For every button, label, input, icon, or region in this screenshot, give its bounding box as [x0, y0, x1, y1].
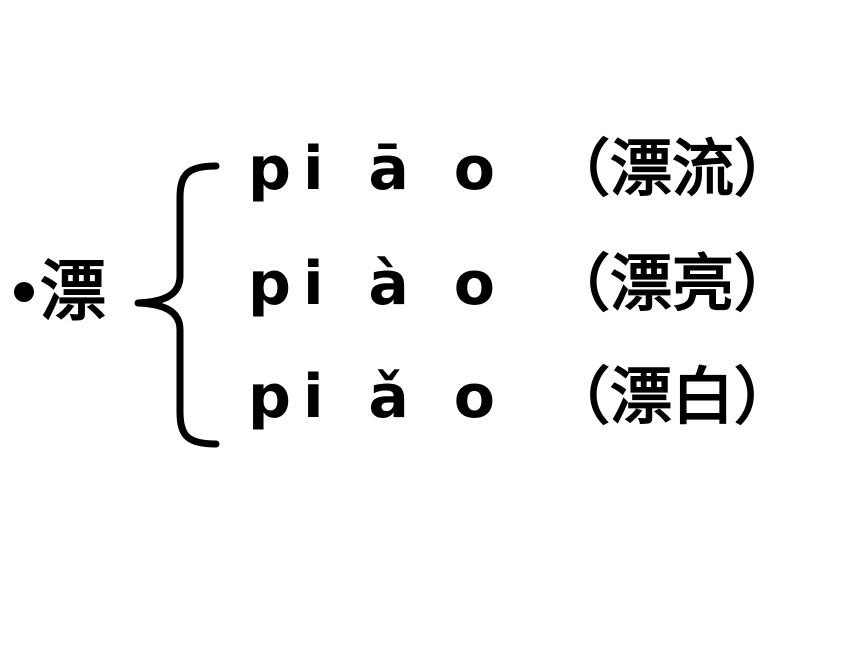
reading-row-piao1: pi ā o （漂流）: [248, 134, 828, 204]
reading-pinyin: pi ā o: [248, 134, 508, 204]
reading-example-word: （漂流）: [548, 132, 797, 205]
reading-example-word: （漂亮）: [548, 247, 797, 320]
reading-example-word: （漂白）: [548, 360, 797, 433]
headword: 漂: [14, 252, 106, 332]
reading-row-piao3: pi ǎ o （漂白）: [248, 362, 828, 432]
reading-pinyin: pi à o: [248, 249, 508, 319]
headword-character: 漂: [40, 253, 106, 330]
bullet-dot-icon: [14, 282, 34, 302]
curly-brace-icon: [134, 162, 220, 448]
reading-pinyin: pi ǎ o: [248, 362, 508, 432]
reading-row-piao4: pi à o （漂亮）: [248, 249, 828, 319]
